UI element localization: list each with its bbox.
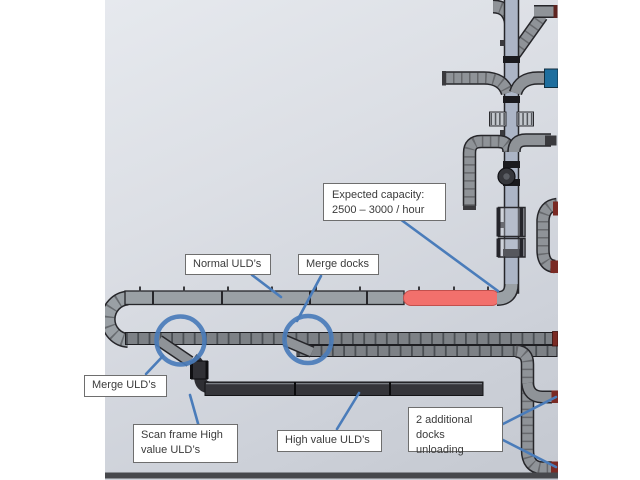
merge-docks-circle	[282, 313, 334, 366]
normal-uld-conveyor	[105, 286, 489, 348]
leader-high-value	[335, 391, 361, 431]
label-additional-docks: 2 additional docks unloading	[408, 407, 503, 456]
label-expected-capacity: Expected capacity: 2500 – 3000 / hour	[323, 183, 446, 221]
label-scan-frame: Scan frame High value ULD’s	[133, 424, 238, 463]
high-value-conveyor	[204, 381, 484, 396]
leader-expected-capacity	[398, 217, 500, 293]
leader-dock-1	[499, 395, 558, 427]
merge-ulds-circle	[154, 314, 207, 367]
upper-right-line	[536, 197, 558, 274]
label-high-value: High value ULD’s	[277, 430, 382, 452]
conveyor-diagram	[105, 0, 558, 479]
label-additional-docks-line2: docks unloading	[416, 429, 464, 457]
label-scan-frame-line1: Scan frame High	[141, 429, 223, 441]
leader-merge-docks	[295, 274, 323, 323]
label-expected-capacity-line1: Expected capacity:	[332, 189, 425, 201]
leader-dock-2	[499, 437, 558, 469]
label-scan-frame-line2: value ULD’s	[141, 444, 201, 457]
label-additional-docks-line1: 2 additional	[416, 414, 473, 426]
label-normal-ulds: Normal ULD’s	[185, 254, 271, 275]
leader-normal-ulds	[250, 273, 283, 299]
label-merge-docks: Merge docks	[298, 254, 379, 275]
merge-conveyor-rows	[125, 331, 558, 358]
blue-dock	[544, 68, 558, 88]
main-vertical-line	[442, 0, 558, 306]
leader-merge-ulds	[144, 354, 165, 376]
unloading-dock-2	[551, 461, 558, 474]
lower-right-line	[514, 344, 558, 475]
label-expected-capacity-line2: 2500 – 3000 / hour	[332, 204, 425, 217]
diagram-image	[105, 0, 558, 480]
label-merge-ulds: Merge ULD’s	[84, 375, 167, 397]
leader-lines	[144, 217, 558, 469]
leader-scan-frame	[188, 393, 201, 429]
bottom-strip	[105, 472, 558, 479]
capacity-highlight-section	[403, 290, 500, 306]
